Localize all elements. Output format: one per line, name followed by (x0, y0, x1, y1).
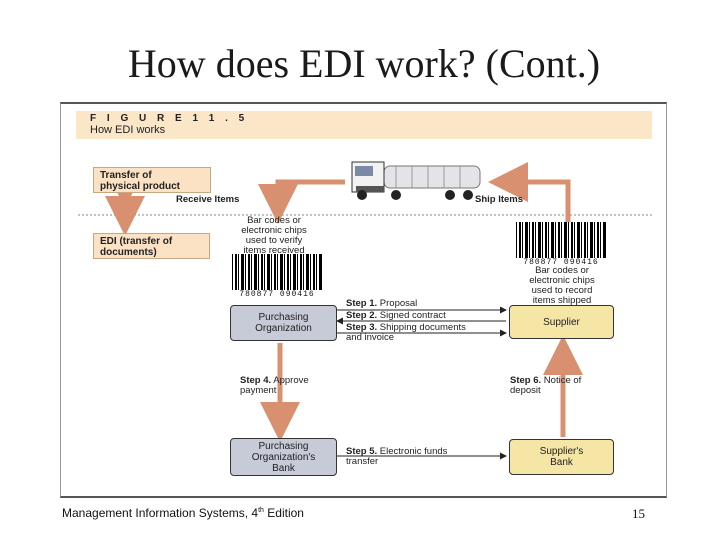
supplier-node: Supplier (509, 305, 614, 339)
figure-number: F I G U R E 1 1 . 5 (90, 113, 249, 124)
barcode-left-caption: Bar codes or electronic chips used to ve… (241, 215, 307, 256)
footer-text: Management Information Systems, 4th Edit… (62, 506, 304, 520)
purchasing-bank-node: Purchasing Organization's Bank (230, 438, 337, 476)
step4-label: Step 4. Approve payment (240, 375, 309, 396)
supplier-bank-node: Supplier's Bank (509, 439, 614, 475)
barcode-left: 780877 090416 (232, 254, 322, 299)
barcode-left-number: 780877 090416 (239, 290, 315, 299)
barcode-right-number: 780877 090416 (523, 258, 599, 267)
step3-label: Step 3. Shipping documents and invoice (346, 322, 466, 343)
step5-label: Step 5. Electronic funds transfer (346, 446, 448, 467)
barcode-right-bars (516, 222, 606, 258)
receive-items-arrow (258, 179, 345, 224)
purchasing-organization-node: Purchasing Organization (230, 305, 337, 341)
receive-items-label: Receive Items (176, 194, 240, 205)
figure-header (76, 111, 652, 139)
page-number: 15 (632, 506, 645, 521)
step2-label: Step 2. Signed contract (346, 310, 446, 321)
figure-caption: How EDI works (90, 124, 166, 136)
step6-label: Step 6. Notice of deposit (510, 375, 582, 396)
step1-label: Step 1. Proposal (346, 298, 418, 309)
ship-items-arrow (488, 162, 571, 224)
ship-items-label: Ship Items (475, 194, 524, 205)
legend-physical-transfer: Transfer of physical product (93, 167, 211, 193)
slide-title: How does EDI work? (Cont.) (127, 41, 601, 86)
truck-icon (351, 161, 481, 200)
barcode-right: 780877 090416 (516, 222, 606, 267)
barcode-left-bars (232, 254, 322, 290)
legend-edi-transfer: EDI (transfer of documents) (93, 233, 210, 259)
barcode-right-caption: Bar codes or electronic chips used to re… (529, 265, 595, 306)
